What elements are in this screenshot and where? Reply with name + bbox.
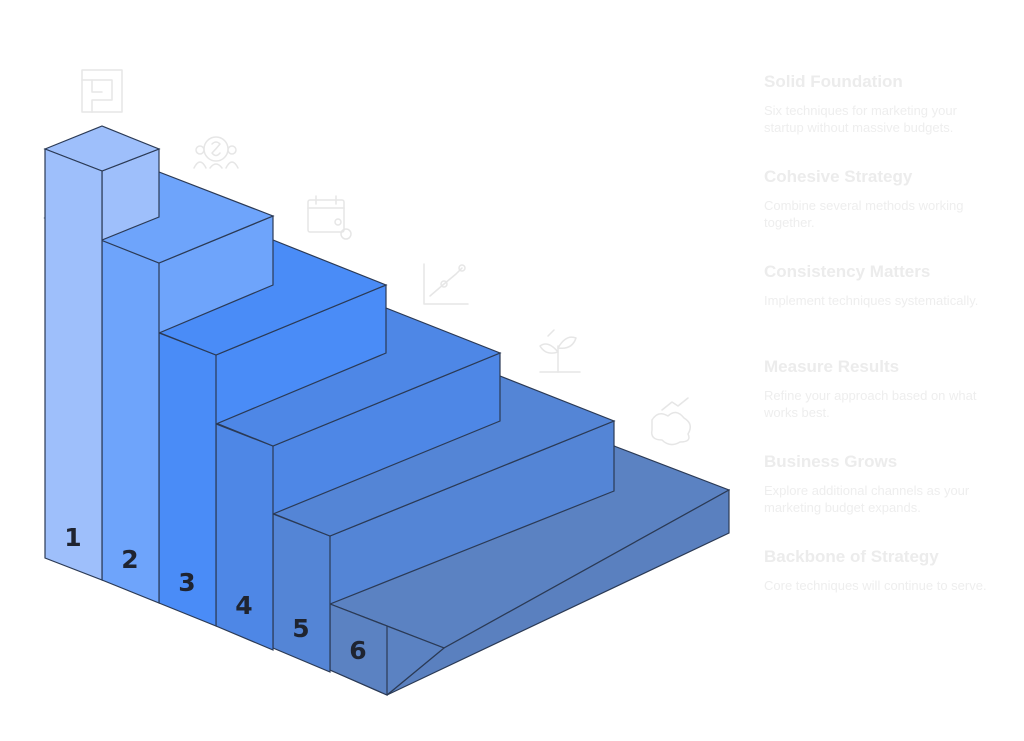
step-2-description: Combine several methods working together…	[764, 198, 964, 230]
step-2-title: Cohesive Strategy	[764, 167, 913, 186]
step-3-text: Consistency Matters Implement techniques…	[764, 262, 994, 353]
step-2-number: 2	[121, 545, 138, 574]
trending-strategy-icon	[650, 397, 691, 446]
step-3-title: Consistency Matters	[764, 262, 931, 281]
step-1-description: Six techniques for marketing your startu…	[764, 103, 957, 135]
step-6-title: Backbone of Strategy	[764, 547, 939, 566]
step-3-description: Implement techniques systematically.	[764, 293, 979, 308]
step-4-number: 4	[235, 591, 252, 620]
step-5-description: Explore additional channels as your mark…	[764, 483, 970, 515]
step-3-number: 3	[178, 568, 195, 597]
step-4-title: Measure Results	[764, 357, 900, 376]
step-5-text: Business Grows Explore additional channe…	[764, 452, 994, 543]
step-6	[328, 445, 730, 696]
growth-plant-icon	[539, 329, 581, 373]
step-1-number: 1	[64, 523, 81, 552]
step-6-number: 6	[349, 636, 366, 665]
team-strategy-icon	[193, 136, 239, 169]
calendar-icon	[307, 195, 352, 240]
step-6-text: Backbone of Strategy Core techniques wil…	[764, 547, 994, 638]
step-5-title: Business Grows	[764, 452, 898, 471]
step-1	[43, 125, 161, 581]
step-1-text: Solid Foundation Six techniques for mark…	[764, 72, 994, 163]
step-6-description: Core techniques will continue to serve.	[764, 578, 987, 593]
step-1-front	[44, 148, 103, 581]
step-5-number: 5	[292, 614, 309, 643]
foundation-icon	[81, 69, 123, 113]
step-5-front	[272, 513, 331, 673]
step-4-text: Measure Results Refine your approach bas…	[764, 357, 994, 448]
step-descriptions: Solid Foundation Six techniques for mark…	[764, 68, 994, 638]
results-chart-icon	[423, 263, 469, 305]
step-1-title: Solid Foundation	[764, 72, 903, 91]
step-4-description: Refine your approach based on what works…	[764, 388, 977, 420]
step-2-text: Cohesive Strategy Combine several method…	[764, 167, 994, 258]
staircase-diagram: 1 2 3 4 5 6	[43, 69, 730, 696]
